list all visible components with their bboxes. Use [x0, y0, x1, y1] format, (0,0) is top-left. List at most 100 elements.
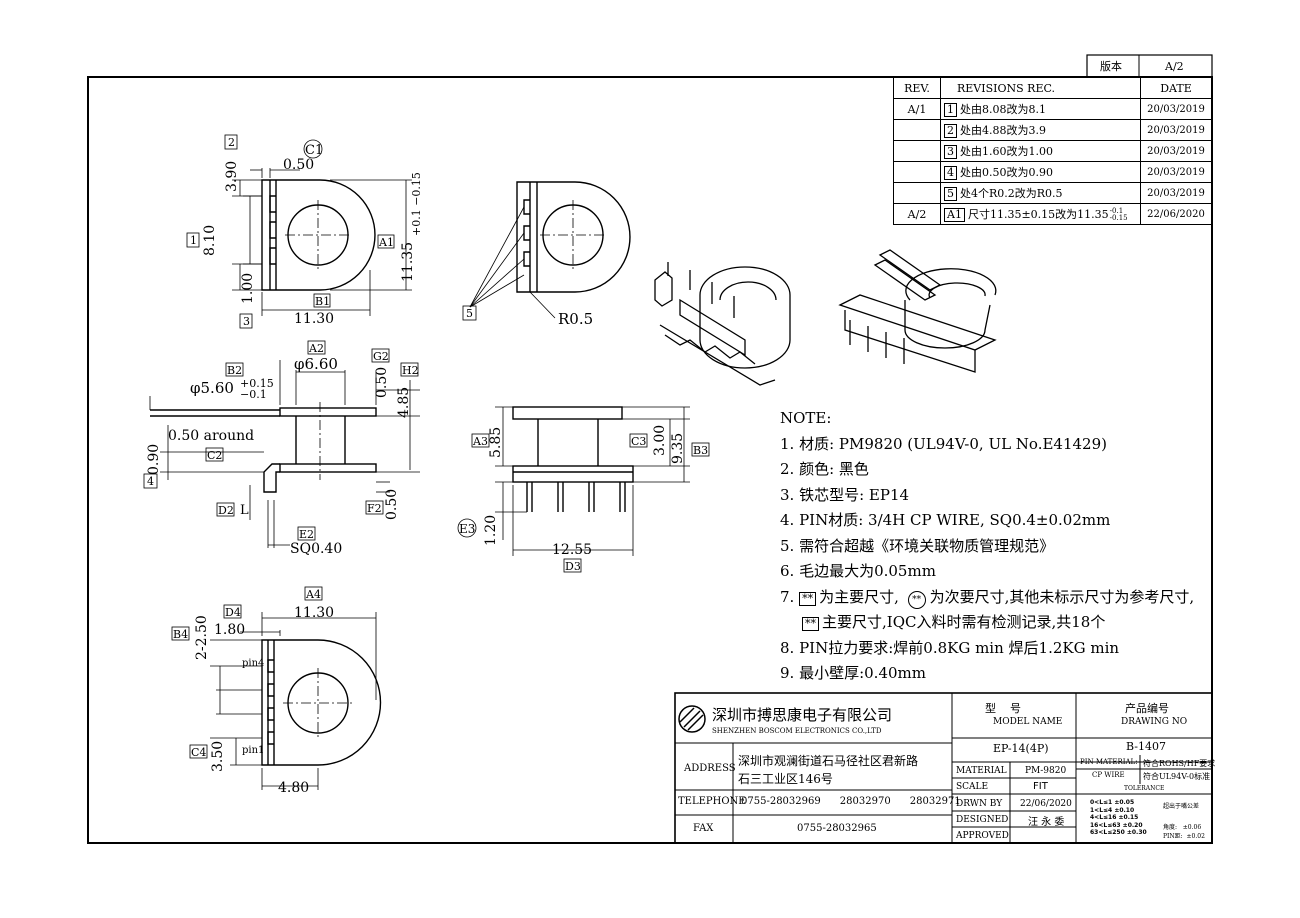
view-middle-center [512, 406, 634, 512]
dim-100: 1.00 [240, 273, 256, 304]
dim-180: 1.80 [214, 622, 245, 638]
dim-300: 3.00 [652, 425, 668, 456]
dim-phi-tol-up: +0.15 [240, 377, 274, 390]
rev-text: 处由0.50改为0.90 [960, 166, 1053, 179]
company-name-en: SHENZHEN BOSCOM ELECTRONICS CO.,LTD [712, 727, 882, 735]
approved-label: APPROVED [956, 831, 1009, 841]
rev-date: 20/03/2019 [1140, 182, 1212, 204]
note-item: 1. 材质: PM9820 (UL94V-0, UL No.E41429) [780, 434, 1107, 453]
dim-120: 1.20 [483, 515, 499, 546]
tolerance-label: TOLERANCE [1124, 785, 1165, 792]
dim-d2: D2 [218, 504, 234, 517]
scale-label: SCALE [956, 782, 989, 792]
rev-text: 处由4.88改为3.9 [960, 124, 1046, 137]
dim-485: 4.85 [396, 387, 412, 418]
ul-note: 符合UL94V-0标准 [1143, 772, 1211, 781]
key-dim-box-icon: ** [799, 591, 817, 606]
rev-text: 处由1.60改为1.00 [960, 145, 1053, 158]
dim-a1: A1 [378, 236, 394, 249]
note-7-c: 主要尺寸,IQC入料时需有检测记录,共18个 [822, 613, 1106, 631]
note-item-7: 7. **为主要尺寸, **为次要尺寸,其他未标示尺寸为参考尺寸, [780, 585, 1194, 611]
dim-c4: C4 [191, 746, 206, 759]
tol-pin: PIN距: ±0.02 [1163, 833, 1205, 840]
tol-row: 1<L≤4 ±0.10 [1090, 806, 1135, 814]
date-header: DATE [1140, 77, 1212, 99]
telephone-label: TELEPHONE [678, 796, 746, 807]
note-item: 8. PIN拉力要求:焊前0.8KG min 焊后1.2KG min [780, 638, 1120, 657]
note-item-7-cont: **主要尺寸,IQC入料时需有检测记录,共18个 [780, 610, 1194, 636]
dim-b1: B1 [315, 295, 330, 308]
note-item: 3. 铁芯型号: EP14 [780, 485, 910, 504]
rev-tol-down: -0.15 [1109, 214, 1128, 222]
dim-phi560: φ5.60 [190, 379, 234, 397]
dim-1135-tol: +0.1 −0.15 [410, 172, 423, 236]
dim-050-b: 0.50 [374, 367, 390, 398]
dim-1135: 11.35 [400, 242, 416, 282]
drawing-no-cn: 产品编号 [1125, 702, 1169, 715]
designed-by: 汪 永 委 [1028, 817, 1065, 828]
drawing-no-value: B-1407 [1126, 740, 1166, 753]
dim-f2: F2 [367, 502, 382, 515]
note-7-b: 为次要尺寸,其他未标示尺寸为参考尺寸, [929, 587, 1195, 606]
note-item: 9. 最小壁厚:0.40mm [780, 664, 926, 682]
rev-cell: A/1 [893, 98, 941, 120]
view-top-middle [516, 181, 631, 293]
mark-2: 2 [228, 136, 235, 149]
dim-l: L [240, 503, 249, 518]
view-bottom-left [261, 639, 382, 766]
note-7-prefix: 7. [780, 587, 795, 606]
rev-mark: A1 [944, 208, 965, 222]
dim-c1: C1 [305, 143, 323, 158]
dim-c2: C2 [207, 449, 222, 462]
model-name-cn: 型 号 [985, 702, 1021, 715]
dim-sq040: SQ0.40 [290, 541, 342, 557]
dim-2-250: 2-2.50 [194, 615, 210, 660]
rev-cell: A/2 [893, 203, 941, 225]
fax-value: 0755-28032965 [797, 823, 877, 834]
dim-b4: B4 [173, 628, 188, 641]
dim-050-top: 0.50 [283, 157, 314, 173]
rev-mark: 1 [944, 103, 957, 117]
dim-g2: G2 [373, 350, 389, 363]
rev-cell [893, 161, 941, 183]
address-line1: 深圳市观澜街道石马径社区君新路 [738, 754, 919, 768]
view-top-left [261, 179, 376, 291]
mark-3: 3 [243, 315, 250, 328]
dim-1255: 12.55 [552, 542, 592, 558]
mark-4: 4 [147, 475, 154, 488]
notes-block: NOTE: 1. 材质: PM9820 (UL94V-0, UL No.E414… [780, 406, 1194, 687]
drwn-date: 22/06/2020 [1020, 799, 1072, 809]
revisions-header-row: REV. REVISIONS REC. DATE [893, 77, 1212, 99]
tolerance-table: 0<L≤1 ±0.05 1<L≤4 ±0.10 4<L≤16 ±0.15 16<… [1090, 799, 1147, 837]
key-dim-box-icon: ** [802, 617, 819, 631]
rev-text: 尺寸11.35±0.15改为11.35 [967, 208, 1109, 221]
dim-e2: E2 [299, 528, 314, 541]
dim-390: 3.90 [224, 161, 240, 192]
mark-5: 5 [466, 307, 473, 320]
dim-090: 0.90 [146, 444, 162, 475]
rev-mark: 2 [944, 124, 957, 138]
title-block-grid [674, 692, 1213, 844]
dim-a2: A2 [308, 342, 324, 355]
dim-a4: A4 [305, 588, 321, 601]
dim-d3: D3 [565, 560, 581, 573]
tol-row: 0<L≤1 ±0.05 [1090, 799, 1135, 806]
dim-050-around: 0.50 around [168, 428, 254, 444]
pin4-label: pin4 [242, 658, 264, 669]
rev-date: 20/03/2019 [1140, 119, 1212, 141]
dim-c3: C3 [631, 435, 646, 448]
version-value: A/2 [1164, 60, 1184, 73]
dim-935: 9.35 [670, 433, 686, 464]
dim-050-c: 0.50 [384, 489, 400, 520]
dim-r05: R0.5 [558, 310, 593, 328]
dim-1130-top: 11.30 [294, 311, 334, 327]
